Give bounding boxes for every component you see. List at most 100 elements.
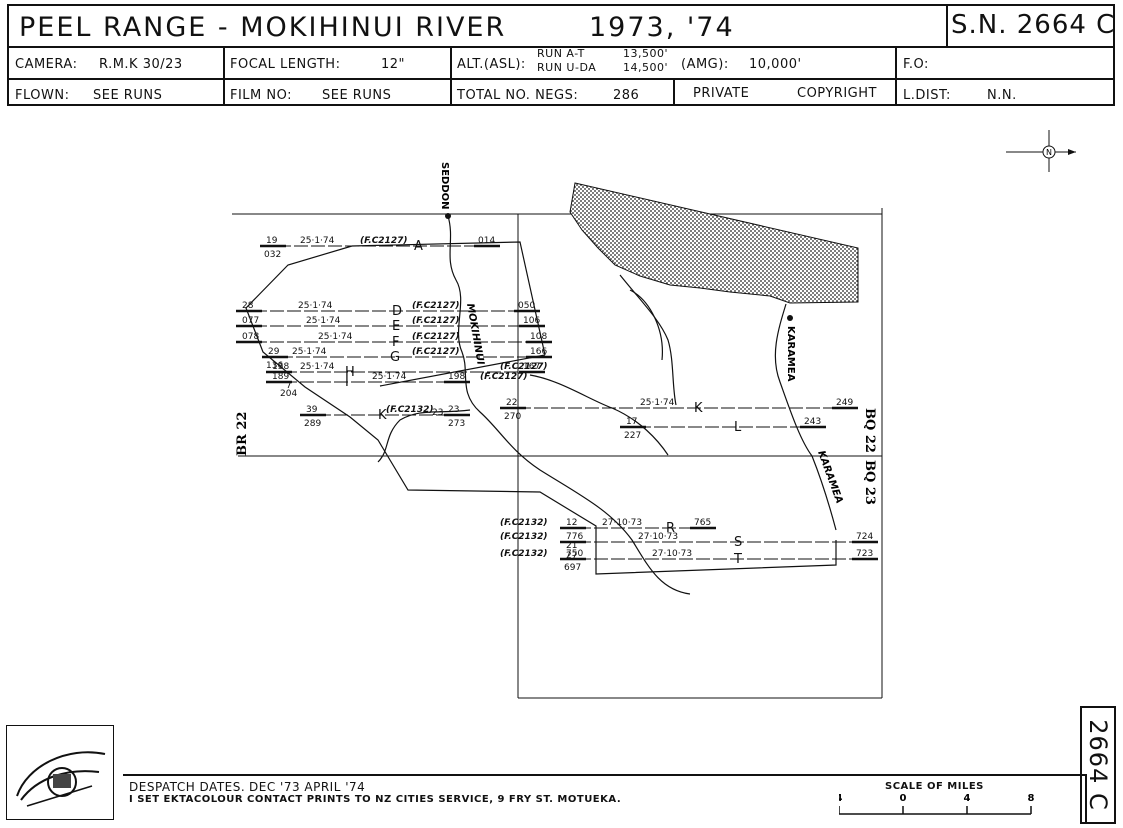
run-end-neg: 166 bbox=[530, 347, 547, 357]
row-divider bbox=[9, 78, 1113, 80]
scale-tick-label: 4 bbox=[964, 793, 971, 804]
run-film-number: (F.C2127) bbox=[412, 316, 459, 326]
despatch-box: DESPATCH DATES. DEC '73 APRIL '74 I SET … bbox=[123, 774, 1087, 824]
map-title: PEEL RANGE - MOKIHINUI RIVER bbox=[19, 12, 507, 43]
run-end-neg: 198 bbox=[448, 372, 465, 382]
camera-value: R.M.K 30/23 bbox=[99, 57, 183, 72]
run-end-neg: 050 bbox=[518, 301, 535, 311]
run-neg-label: 21 bbox=[566, 541, 577, 551]
town-marker-icon bbox=[445, 213, 451, 219]
north-label: N bbox=[1046, 148, 1052, 157]
row-divider bbox=[9, 46, 1113, 48]
flown-label: FLOWN: bbox=[15, 88, 70, 103]
run-film-number: (F.C2132) bbox=[500, 549, 547, 559]
run-start-neg2: 032 bbox=[264, 250, 281, 260]
amg-label: (AMG): bbox=[681, 57, 729, 72]
footer-block: DESPATCH DATES. DEC '73 APRIL '74 I SET … bbox=[7, 724, 1115, 824]
run-letter: K bbox=[694, 401, 703, 416]
scale-title: SCALE OF MILES bbox=[885, 781, 984, 792]
run-date: 27·10·73 bbox=[602, 518, 642, 528]
run-letter: S bbox=[734, 535, 742, 550]
run-film-number: (F.C2132) bbox=[500, 532, 547, 542]
run-date: 27·10·73 bbox=[638, 532, 678, 542]
run-end-neg: 23 bbox=[448, 405, 459, 415]
aerial-mapping-logo-icon bbox=[16, 751, 106, 807]
sheet-number-vertical-text: 2664 C bbox=[1084, 719, 1112, 811]
altitude-run1-value: 13,500' bbox=[623, 47, 669, 60]
coverage-outline bbox=[245, 241, 837, 575]
run-start-neg: 22 bbox=[506, 398, 517, 408]
run-end-neg: 249 bbox=[836, 398, 853, 408]
run-film-number: (F.C2127) bbox=[412, 301, 459, 311]
amg-value: 10,000' bbox=[749, 57, 802, 72]
run-letter: G bbox=[390, 350, 400, 365]
run-end-neg: 167 bbox=[523, 362, 540, 372]
total-negs-label: TOTAL NO. NEGS: bbox=[457, 88, 579, 103]
run-start-neg: 12 bbox=[566, 518, 577, 528]
run-letter: A bbox=[414, 239, 423, 254]
run-letter: H bbox=[345, 365, 355, 380]
place-seddon: SEDDON bbox=[439, 162, 450, 210]
title-block: PEEL RANGE - MOKIHINUI RIVER 1973, '74 S… bbox=[7, 4, 1115, 106]
col-divider bbox=[673, 78, 675, 106]
run-date: 25·1·74 bbox=[372, 372, 407, 382]
run-neg-label: 7 bbox=[286, 381, 292, 391]
run-letter: L bbox=[734, 420, 742, 435]
run-start-neg: 776 bbox=[566, 532, 583, 542]
run-end-neg: 724 bbox=[856, 532, 873, 542]
run-date: 25·1·74 bbox=[300, 362, 335, 372]
run-letter: I bbox=[345, 375, 349, 390]
town-marker-icon bbox=[787, 315, 793, 321]
run-start-neg: 39 bbox=[306, 405, 318, 415]
run-start-neg: 750 bbox=[566, 549, 583, 559]
film-no-value: SEE RUNS bbox=[322, 88, 392, 103]
run-letter: D bbox=[392, 304, 402, 319]
place-karamea: KARAMEA bbox=[785, 326, 796, 382]
flight-runs: A25·1·74(F.C2127)19032014D25·1·74(F.C212… bbox=[236, 236, 878, 573]
run-film-number: (F.C2127) bbox=[500, 362, 547, 372]
run-letter: E bbox=[392, 319, 400, 334]
despatch-value: DEC '73 APRIL '74 bbox=[249, 780, 366, 794]
despatch-label: DESPATCH DATES. bbox=[129, 780, 246, 794]
run-film-number: (F.C2127) bbox=[480, 372, 527, 382]
run-start-neg: 28 bbox=[242, 301, 254, 311]
run-end-neg: 765 bbox=[694, 518, 711, 528]
run-date: 25·1·74 bbox=[300, 236, 335, 246]
run-start-neg: 078 bbox=[242, 332, 259, 342]
scale-tick-label: 0 bbox=[900, 793, 907, 804]
company-logo bbox=[6, 725, 114, 820]
run-end-neg: 243 bbox=[804, 417, 821, 427]
focal-length-value: 12" bbox=[381, 57, 406, 72]
sheet-grid bbox=[232, 208, 883, 699]
map-year: 1973, '74 bbox=[589, 12, 735, 43]
run-end-neg: 108 bbox=[530, 332, 547, 342]
sheet-label-br22: BR 22 bbox=[235, 412, 250, 456]
run-start-neg2: 227 bbox=[624, 431, 641, 441]
altitude-run2-value: 14,500' bbox=[623, 61, 669, 74]
despatch-note: I SET EKTACOLOUR CONTACT PRINTS TO NZ CI… bbox=[129, 794, 622, 805]
run-film-number: (F.C2132) bbox=[386, 405, 433, 415]
run-date: 25·1·74 bbox=[640, 398, 675, 408]
run-neg-label: 204 bbox=[280, 389, 297, 399]
run-film-number: (F.C2127) bbox=[412, 347, 459, 357]
run-neg-label: 23 bbox=[432, 408, 443, 418]
run-end-neg: 723 bbox=[856, 549, 873, 559]
run-start-neg: 077 bbox=[242, 316, 259, 326]
camera-label: CAMERA: bbox=[15, 57, 78, 72]
run-start-neg2: 270 bbox=[504, 412, 521, 422]
altitude-label: ALT.(ASL): bbox=[457, 57, 526, 72]
total-negs-value: 286 bbox=[613, 88, 640, 103]
run-start-neg2: 697 bbox=[564, 563, 581, 573]
altitude-run1: RUN A-T bbox=[537, 47, 585, 60]
sheet-number-vertical: 2664 C bbox=[1080, 706, 1116, 824]
run-letter: F bbox=[392, 335, 399, 350]
col-divider bbox=[223, 46, 225, 106]
run-date: 25·1·74 bbox=[318, 332, 353, 342]
run-start-neg2: 136 bbox=[266, 361, 283, 371]
scale-tick-label: 8 bbox=[1028, 793, 1035, 804]
col-divider bbox=[895, 46, 897, 106]
film-no-label: FILM NO: bbox=[230, 88, 293, 103]
run-start-neg: 29 bbox=[268, 347, 280, 357]
run-start-neg2: 289 bbox=[304, 419, 321, 429]
